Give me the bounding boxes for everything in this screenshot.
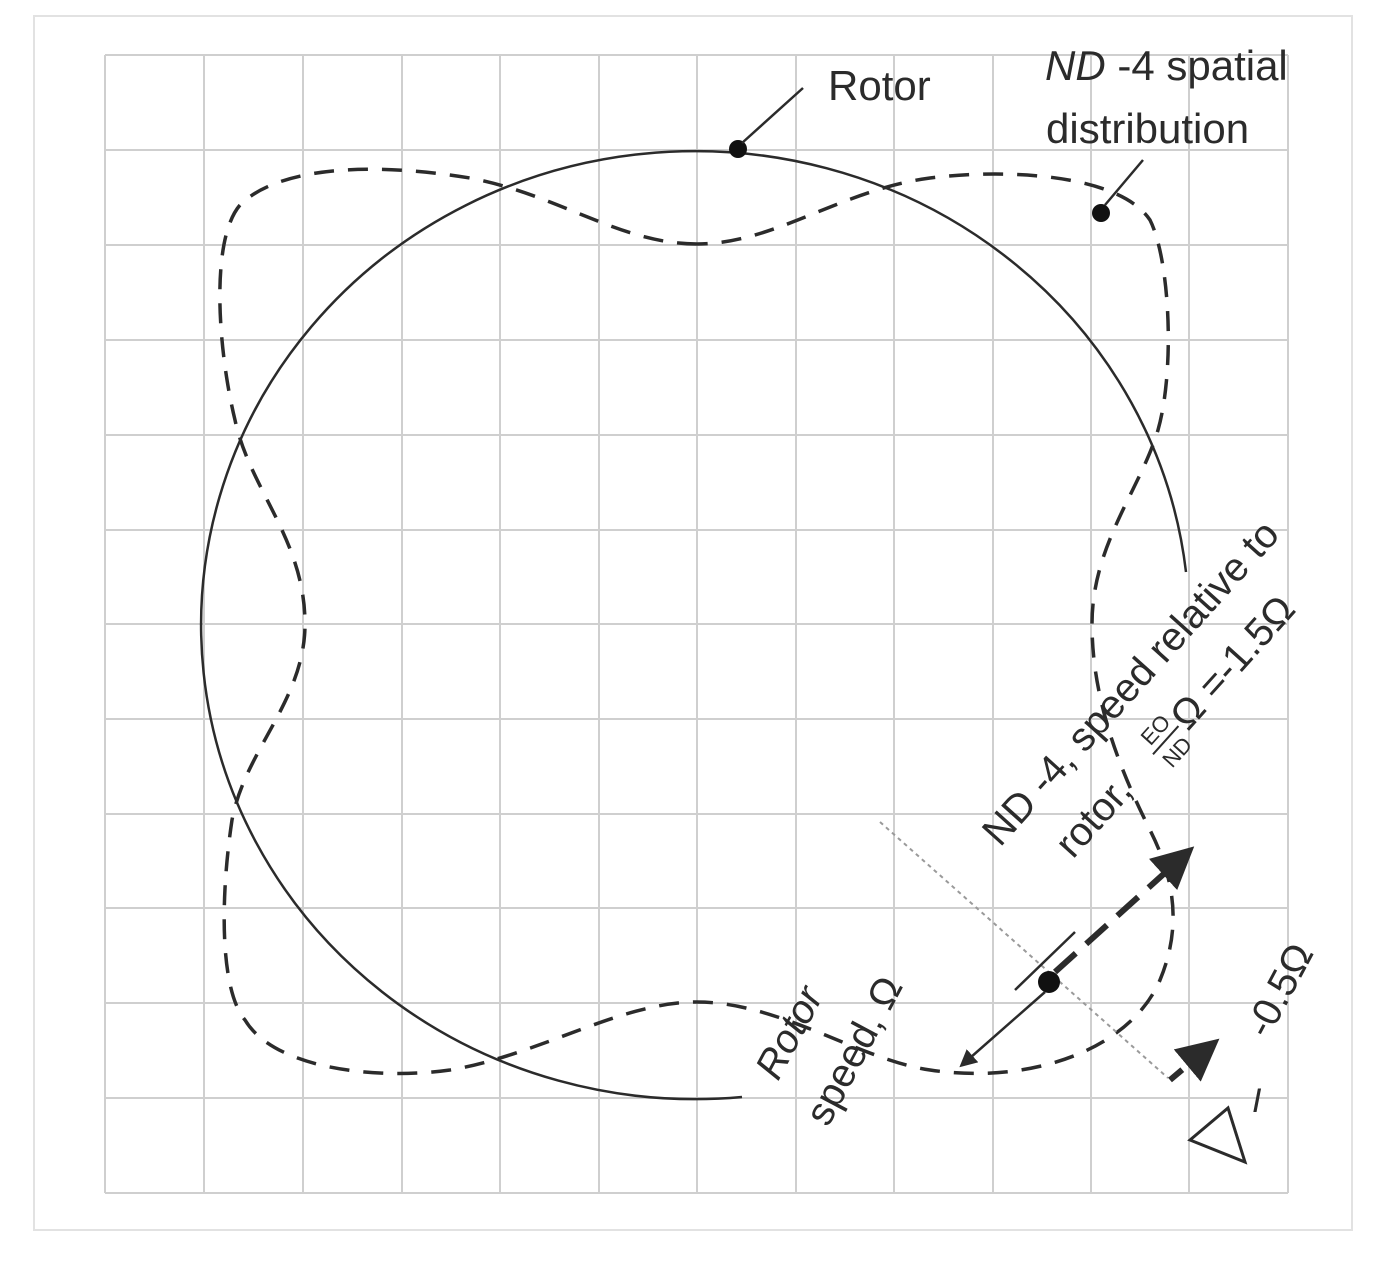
minus-0-5-omega-arrow	[1168, 1038, 1220, 1083]
rotor-label: Rotor	[828, 62, 931, 109]
rotor-point	[729, 140, 747, 158]
outer-frame	[33, 15, 1353, 1231]
nd4-spatial-point	[1092, 204, 1110, 222]
rotor-leader	[741, 87, 804, 144]
rotor-speed-arrow	[959, 991, 1046, 1068]
nd4-spatial-leader	[1104, 159, 1144, 206]
fraction-bar	[1152, 725, 1180, 755]
observer-icon	[1187, 1105, 1248, 1165]
reference-point	[1038, 971, 1060, 993]
reference-tick	[1014, 931, 1076, 991]
observer-mark: I	[1252, 1082, 1262, 1120]
sight-line	[879, 821, 1169, 1079]
rotor-circle	[199, 149, 1188, 1101]
minus-half-omega-label: -0.5Ω	[1237, 936, 1322, 1044]
nd4-spatial-label-line1: ND -4 spatial	[1045, 42, 1288, 89]
minus-1-5-omega-arrow	[1052, 846, 1195, 975]
nd4-spatial-label-line2: distribution	[1046, 105, 1249, 152]
nd4-spatial-distribution-curve	[218, 167, 1175, 1076]
grid	[104, 54, 1289, 1194]
minus-half-omega-label-group: -0.5Ω	[1237, 936, 1322, 1044]
